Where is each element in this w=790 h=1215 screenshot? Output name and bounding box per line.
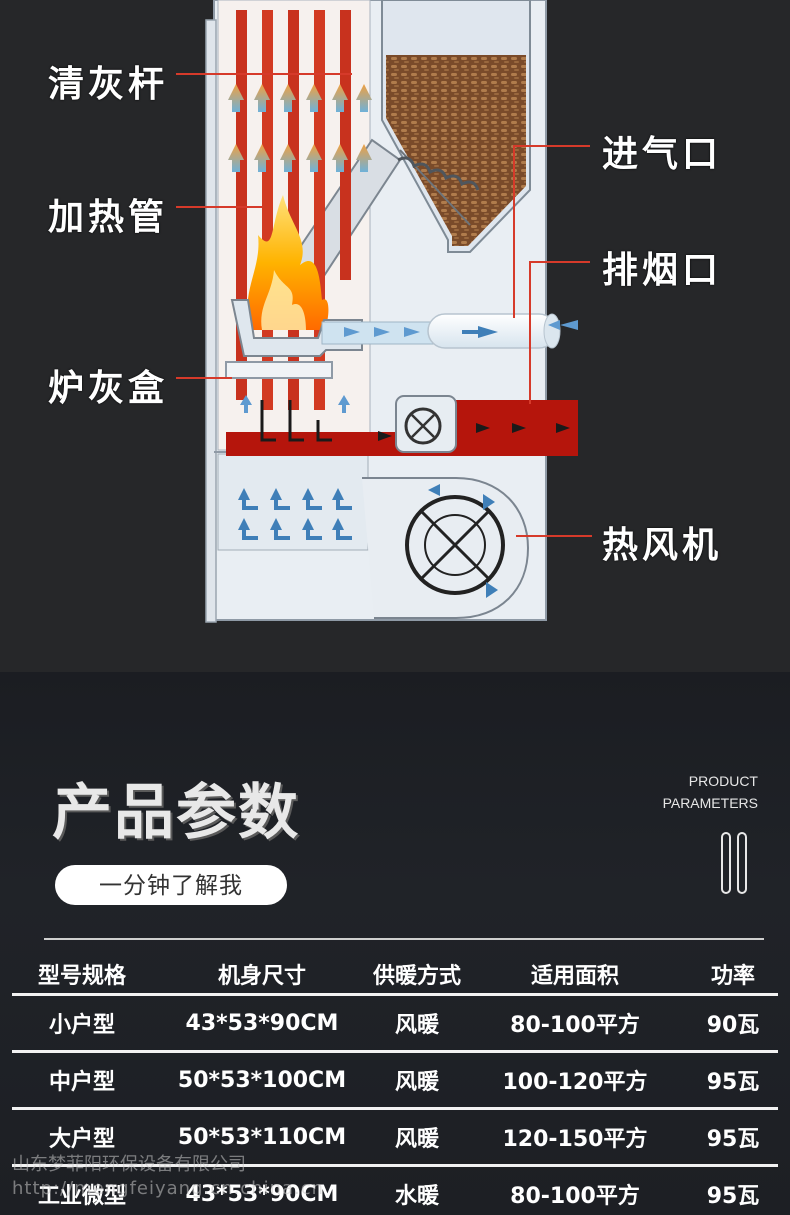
header-size: 机身尺寸 [217,964,306,989]
cell-size: 43*53*90CM [185,1181,339,1207]
scroll-indicator-icon [721,832,749,894]
label-air-inlet: 进气口 [602,134,723,175]
smoke-duct [226,395,578,456]
section-title-english: PRODUCT PARAMETERS [618,770,758,814]
circulation-arrows [238,488,352,540]
english-title-line-2: PARAMETERS [662,795,758,811]
pellet-fill [386,55,526,246]
table-row: 小户型 43*53*90CM 风暖 80-100平方 90瓦 [12,996,778,1050]
cell-size: 50*53*110CM [177,1124,347,1150]
cell-area: 120-150平方 [502,1127,648,1152]
lower-chamber [217,453,369,551]
cell-model: 中户型 [48,1070,115,1095]
product-parameters-section: 产品参数 PRODUCT PARAMETERS 一分钟了解我 型号规格 机身尺寸… [0,672,790,1215]
hot-air-fan-shape [362,477,530,619]
cell-heating: 风暖 [394,1127,439,1152]
table-divider [12,1050,778,1053]
callout-lines [176,73,592,537]
heating-tubes [236,10,351,410]
cell-size: 50*53*100CM [177,1067,347,1093]
cell-area: 80-100平方 [510,1013,640,1038]
air-inlet-pipe [321,313,578,349]
header-heating: 供暖方式 [372,964,461,989]
scroll-bar-right [737,832,747,894]
table-header-row: 型号规格 机身尺寸 供暖方式 适用面积 功率 [12,955,778,993]
rising-heat-arrows [228,84,372,172]
cell-model: 小户型 [48,1013,115,1038]
scroll-bar-left [721,832,731,894]
label-ash-rod: 清灰杆 [48,64,169,105]
divider [44,938,764,940]
table-divider [12,1164,778,1167]
header-area: 适用面积 [530,964,619,989]
cell-area: 100-120平方 [502,1070,648,1095]
cell-area: 80-100平方 [510,1184,640,1209]
table-divider [12,993,778,996]
cell-heating: 风暖 [394,1013,439,1038]
label-ash-box: 炉灰盒 [48,368,169,409]
section-title: 产品参数 [52,778,300,848]
cell-heating: 水暖 [394,1184,439,1209]
learn-more-button[interactable]: 一分钟了解我 [55,865,287,905]
cell-power: 90瓦 [706,1013,760,1038]
label-smoke-outlet: 排烟口 [602,250,723,291]
english-title-line-1: PRODUCT [688,773,758,789]
cell-size: 43*53*90CM [185,1010,339,1036]
header-model: 型号规格 [37,964,126,989]
label-heating-tube: 加热管 [48,197,169,238]
cell-power: 95瓦 [706,1070,760,1095]
table-row: 工业微型 43*53*90CM 水暖 80-100平方 95瓦 [12,1167,778,1215]
stove-cutaway-illustration [176,0,592,623]
cell-model: 大户型 [48,1127,115,1152]
cell-model: 工业微型 [37,1184,126,1209]
cell-power: 95瓦 [706,1184,760,1209]
label-hot-air-fan: 热风机 [602,525,723,566]
fresh-air-arrows [240,395,350,413]
table-divider [12,1107,778,1110]
table-row: 中户型 50*53*100CM 风暖 100-120平方 95瓦 [12,1053,778,1107]
cabinet-left-edge [205,19,217,623]
header-power: 功率 [710,964,755,989]
cell-heating: 风暖 [394,1070,439,1095]
stove-diagram: 清灰杆 加热管 炉灰盒 进气口 排烟口 热风机 [48,0,723,623]
cell-power: 95瓦 [706,1127,760,1152]
ash-box-shape [225,361,333,379]
table-row: 大户型 50*53*110CM 风暖 120-150平方 95瓦 [12,1110,778,1164]
spec-table: 型号规格 机身尺寸 供暖方式 适用面积 功率 小户型 43*53*90CM 风暖… [12,955,778,1215]
fire-flame [247,195,329,330]
